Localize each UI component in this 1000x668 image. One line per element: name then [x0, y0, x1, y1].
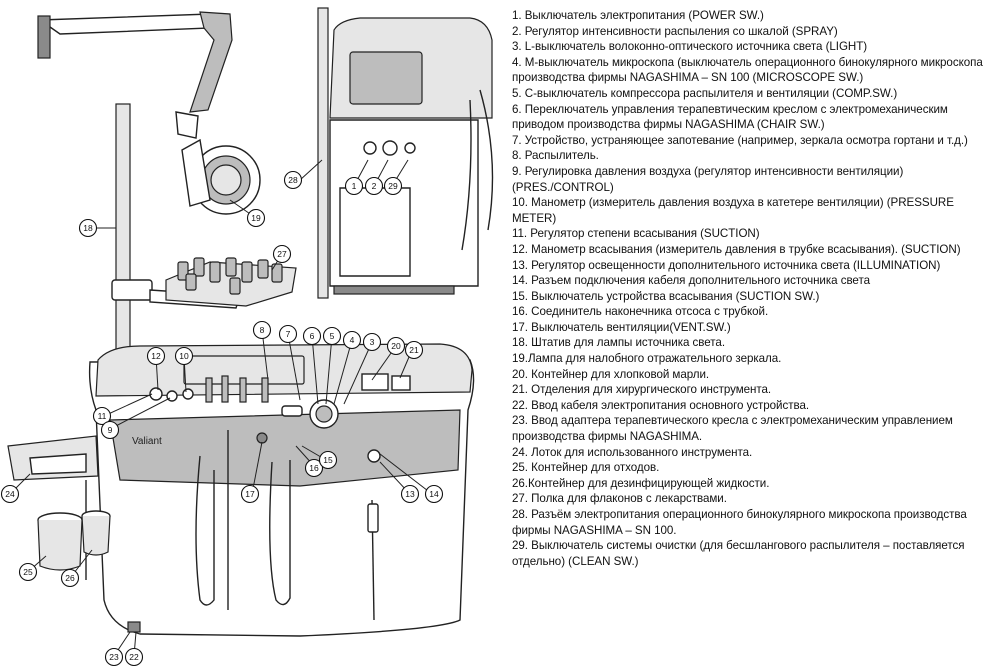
- svg-text:4: 4: [350, 335, 355, 345]
- svg-text:24: 24: [5, 489, 15, 499]
- svg-text:29: 29: [388, 181, 398, 191]
- svg-text:28: 28: [288, 175, 298, 185]
- callout-12: 12: [146, 346, 166, 366]
- callout-19: 19: [246, 208, 266, 228]
- legend-item: 1. Выключатель электропитания (POWER SW.…: [512, 9, 764, 22]
- legend-item: 8. Распылитель.: [512, 149, 599, 163]
- svg-text:7: 7: [286, 329, 291, 339]
- legend-item: 2. Регулятор интенсивности распыления со…: [512, 24, 838, 38]
- legend-item: 9. Регулировка давления воздуха (регулят…: [512, 164, 904, 194]
- callout-4: 4: [342, 330, 362, 350]
- component-legend: 1. Выключатель электропитания (POWER SW.…: [512, 8, 996, 664]
- legend-item: 10. Манометр (измеритель давления воздух…: [512, 196, 954, 225]
- legend-item: 4. M-выключатель микроскопа (выключатель…: [512, 55, 983, 85]
- legend-item: 20. Контейнер для хлопковой марли.: [512, 367, 710, 381]
- callout-17: 17: [240, 484, 260, 504]
- legend-item: 26.Контейнер для дезинфицирующей жидкост…: [512, 476, 770, 490]
- legend-item: 14. Разъем подключения кабеля дополнител…: [512, 274, 870, 288]
- legend-item: 29. Выключатель системы очистки (для бес…: [512, 539, 965, 568]
- legend-item: 24. Лоток для использованного инструмент…: [512, 445, 753, 459]
- ent-unit-diagram: Valiant: [0, 7, 494, 667]
- svg-text:25: 25: [23, 567, 33, 577]
- callout-6: 6: [302, 326, 322, 346]
- legend-item: 12. Манометр всасывания (измеритель давл…: [512, 242, 961, 256]
- svg-text:1: 1: [352, 181, 357, 191]
- callout-10: 10: [174, 346, 194, 366]
- callout-25: 25: [18, 562, 38, 582]
- svg-text:19: 19: [251, 213, 261, 223]
- svg-text:14: 14: [429, 489, 439, 499]
- svg-text:8: 8: [260, 325, 265, 335]
- svg-text:15: 15: [323, 455, 333, 465]
- legend-item: 3. L-выключатель волоконно-оптического и…: [512, 40, 868, 54]
- callout-7: 7: [278, 324, 298, 344]
- svg-text:18: 18: [83, 223, 93, 233]
- svg-text:12: 12: [151, 351, 161, 361]
- svg-text:11: 11: [98, 411, 107, 421]
- svg-text:23: 23: [109, 652, 119, 662]
- callout-15: 15: [318, 450, 338, 470]
- legend-item: 16. Соединитель наконечника отсоса с тру…: [512, 305, 769, 319]
- svg-text:21: 21: [409, 345, 419, 355]
- callout-16: 16: [304, 458, 324, 478]
- callout-8: 8: [252, 320, 272, 340]
- callout-21: 21: [404, 340, 424, 360]
- svg-text:3: 3: [370, 337, 375, 347]
- main-cabinet: Valiant: [88, 343, 475, 637]
- svg-text:22: 22: [129, 652, 139, 662]
- callout-27: 27: [272, 244, 292, 264]
- callout-29: 29: [383, 176, 403, 196]
- callout-14: 14: [424, 484, 444, 504]
- svg-text:20: 20: [391, 341, 401, 351]
- callout-9: 9: [100, 420, 120, 440]
- legend-item: 7. Устройство, устраняющее запотевание (…: [512, 133, 968, 147]
- legend-item: 19.Лампа для налобного отражательного зе…: [512, 352, 782, 366]
- svg-text:13: 13: [405, 489, 415, 499]
- svg-text:5: 5: [330, 331, 335, 341]
- legend-item: 28. Разъём электропитания операционного …: [512, 508, 967, 537]
- svg-text:26: 26: [65, 573, 75, 583]
- callout-3: 3: [362, 332, 382, 352]
- legend-item: 21. Отделения для хирургического инструм…: [512, 383, 772, 397]
- callout-24: 24: [0, 484, 20, 504]
- callout-23: 23: [104, 647, 124, 667]
- svg-text:9: 9: [108, 425, 113, 435]
- legend-item: 15. Выключатель устройства всасывания (S…: [512, 289, 820, 303]
- svg-text:16: 16: [309, 463, 319, 473]
- legend-item: 17. Выключатель вентиляции(VENT.SW.): [512, 320, 731, 334]
- legend-item: 23. Ввод адаптера терапевтического кресл…: [512, 414, 953, 444]
- bottle-shelf: [165, 257, 297, 307]
- legend-item: 25. Контейнер для отходов.: [512, 461, 660, 475]
- callout-28: 28: [283, 170, 303, 190]
- svg-text:27: 27: [277, 249, 287, 259]
- lamp-stand: [37, 11, 261, 365]
- back-cabinet: [317, 7, 494, 299]
- callout-2: 2: [364, 176, 384, 196]
- svg-text:10: 10: [179, 351, 189, 361]
- callout-5: 5: [322, 326, 342, 346]
- callout-20: 20: [386, 336, 406, 356]
- callout-13: 13: [400, 484, 420, 504]
- callout-22: 22: [124, 647, 144, 667]
- legend-item: 11. Регулятор степени всасывания (SUCTIO…: [512, 227, 760, 241]
- legend-item: 22. Ввод кабеля электропитания основного…: [512, 398, 810, 412]
- svg-text:2: 2: [372, 181, 377, 191]
- svg-text:17: 17: [245, 489, 255, 499]
- legend-item: 5. С-выключатель компрессора распылителя…: [512, 86, 898, 100]
- callout-1: 1: [344, 176, 364, 196]
- callout-11: 11: [92, 406, 112, 426]
- callout-26: 26: [60, 568, 80, 588]
- legend-item: 27. Полка для флаконов с лекарствами.: [512, 492, 727, 506]
- brand-label: Valiant: [132, 436, 162, 447]
- legend-item: 6. Переключатель управления терапевтичес…: [512, 102, 948, 132]
- callout-18: 18: [78, 218, 98, 238]
- legend-item: 13. Регулятор освещенности дополнительно…: [512, 258, 941, 272]
- waste-containers: [7, 435, 111, 580]
- legend-item: 18. Штатив для лампы источника света.: [512, 336, 725, 350]
- svg-text:6: 6: [310, 331, 315, 341]
